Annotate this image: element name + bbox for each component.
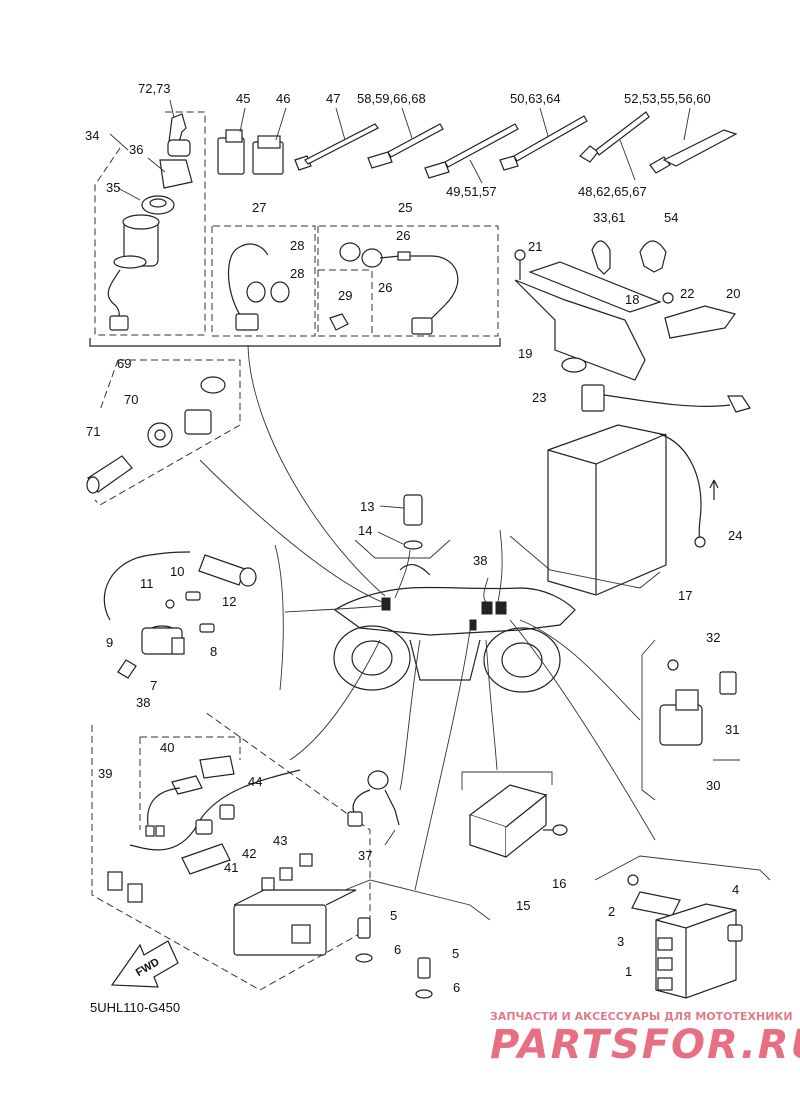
callout-27: 27 (252, 200, 266, 215)
callout-17: 17 (678, 588, 692, 603)
callout-37: 37 (358, 848, 372, 863)
callout-71: 71 (86, 424, 100, 439)
callout-13: 13 (360, 499, 374, 514)
callout-58-59-66-68: 58,59,66,68 (357, 91, 426, 106)
callout-34: 34 (85, 128, 99, 143)
callout-18: 18 (625, 292, 639, 307)
rectifier-group: 15 16 (461, 771, 568, 913)
callout-39: 39 (98, 766, 112, 781)
callout-36: 36 (129, 142, 143, 157)
callout-16: 16 (552, 876, 566, 891)
callout-69: 69 (117, 356, 131, 371)
callout-26-b: 26 (378, 280, 392, 295)
callout-6-a: 6 (394, 942, 401, 957)
callout-29: 29 (338, 288, 352, 303)
callout-38-a: 38 (473, 553, 487, 568)
callout-10: 10 (170, 564, 184, 579)
battery-bracket-group: 21 22 20 18 19 (514, 239, 740, 381)
callout-11: 11 (140, 576, 154, 591)
callout-47: 47 (326, 91, 340, 106)
wire-harness-25: 25 26 26 29 (317, 200, 499, 337)
callout-42: 42 (242, 846, 256, 861)
callout-48-62-65-67: 48,62,65,67 (578, 184, 647, 199)
callout-33-61: 33,61 (593, 210, 626, 225)
callout-52-53-55-56-60: 52,53,55,56,60 (624, 91, 711, 106)
callout-46: 46 (276, 91, 290, 106)
cable-ties-group: 47 58,59,66,68 49,51,57 50,63,64 48,62,6… (294, 91, 738, 199)
key-part (159, 113, 193, 189)
cdi-unit-group: 4 2 3 1 (594, 855, 771, 999)
callout-38-b: 38 (136, 695, 150, 710)
callout-44: 44 (248, 774, 262, 789)
callout-31: 31 (725, 722, 739, 737)
relay-group: 11 10 12 9 8 7 (103, 551, 257, 693)
main-switch-group: 72,73 34 36 35 (85, 81, 206, 336)
callout-19: 19 (518, 346, 532, 361)
wire-harness-27: 27 28 28 (211, 200, 316, 337)
callout-21: 21 (528, 239, 542, 254)
callout-41: 41 (224, 860, 238, 875)
callout-45: 45 (236, 91, 250, 106)
callout-30: 30 (706, 778, 720, 793)
starter-relay-group: 32 31 30 (641, 630, 740, 801)
callout-70: 70 (124, 392, 138, 407)
connector-46: 46 (252, 91, 290, 175)
connector-45: 45 (217, 91, 250, 175)
callout-9: 9 (106, 635, 113, 650)
callout-2: 2 (608, 904, 615, 919)
switch-body-part (107, 214, 160, 331)
callout-28-b: 28 (290, 266, 304, 281)
atv-vehicle (333, 563, 576, 693)
callout-15: 15 (516, 898, 530, 913)
clamps-group: 33,61 54 (591, 210, 678, 275)
callout-43: 43 (273, 833, 287, 848)
sensors-5-6-group: 5 6 5 6 (344, 879, 491, 999)
callout-5-b: 5 (452, 946, 459, 961)
callout-1: 1 (625, 964, 632, 979)
nut-part (141, 195, 175, 215)
callout-54: 54 (664, 210, 678, 225)
callout-20: 20 (726, 286, 740, 301)
callout-40: 40 (160, 740, 174, 755)
leader-lines (199, 344, 656, 891)
switch-37-group: 37 (347, 770, 400, 863)
callout-26-a: 26 (396, 228, 410, 243)
callout-23: 23 (532, 390, 546, 405)
accessory-socket-group: 69 70 71 (86, 356, 241, 506)
watermark-brand: PARTSFOR.RU (490, 1022, 800, 1068)
watermark: ЗАПЧАСТИ И АКСЕССУАРЫ ДЛЯ МОТОТЕХНИКИ PA… (490, 1010, 800, 1068)
callout-14: 14 (358, 523, 372, 538)
diagram-code: 5UHL110-G450 (90, 1000, 180, 1015)
callout-22: 22 (680, 286, 694, 301)
callout-25: 25 (398, 200, 412, 215)
fuse-box-group: 38 40 39 44 43 42 41 (91, 695, 371, 991)
watermark-tagline: ЗАПЧАСТИ И АКСЕССУАРЫ ДЛЯ МОТОТЕХНИКИ (490, 1010, 793, 1023)
callout-4: 4 (732, 882, 739, 897)
callout-49-51-57: 49,51,57 (446, 184, 497, 199)
callout-5-a: 5 (390, 908, 397, 923)
battery-group: 23 24 17 (509, 384, 751, 603)
fwd-arrow-icon: FWD (110, 940, 179, 988)
sensor-group: 13 14 38 (354, 494, 487, 568)
callout-12: 12 (222, 594, 236, 609)
callout-6-b: 6 (453, 980, 460, 995)
callout-28-a: 28 (290, 238, 304, 253)
callout-50-63-64: 50,63,64 (510, 91, 561, 106)
callout-24: 24 (728, 528, 742, 543)
callout-3: 3 (617, 934, 624, 949)
callout-32: 32 (706, 630, 720, 645)
callout-35: 35 (106, 180, 120, 195)
callout-72-73: 72,73 (138, 81, 171, 96)
callout-7: 7 (150, 678, 157, 693)
callout-8: 8 (210, 644, 217, 659)
